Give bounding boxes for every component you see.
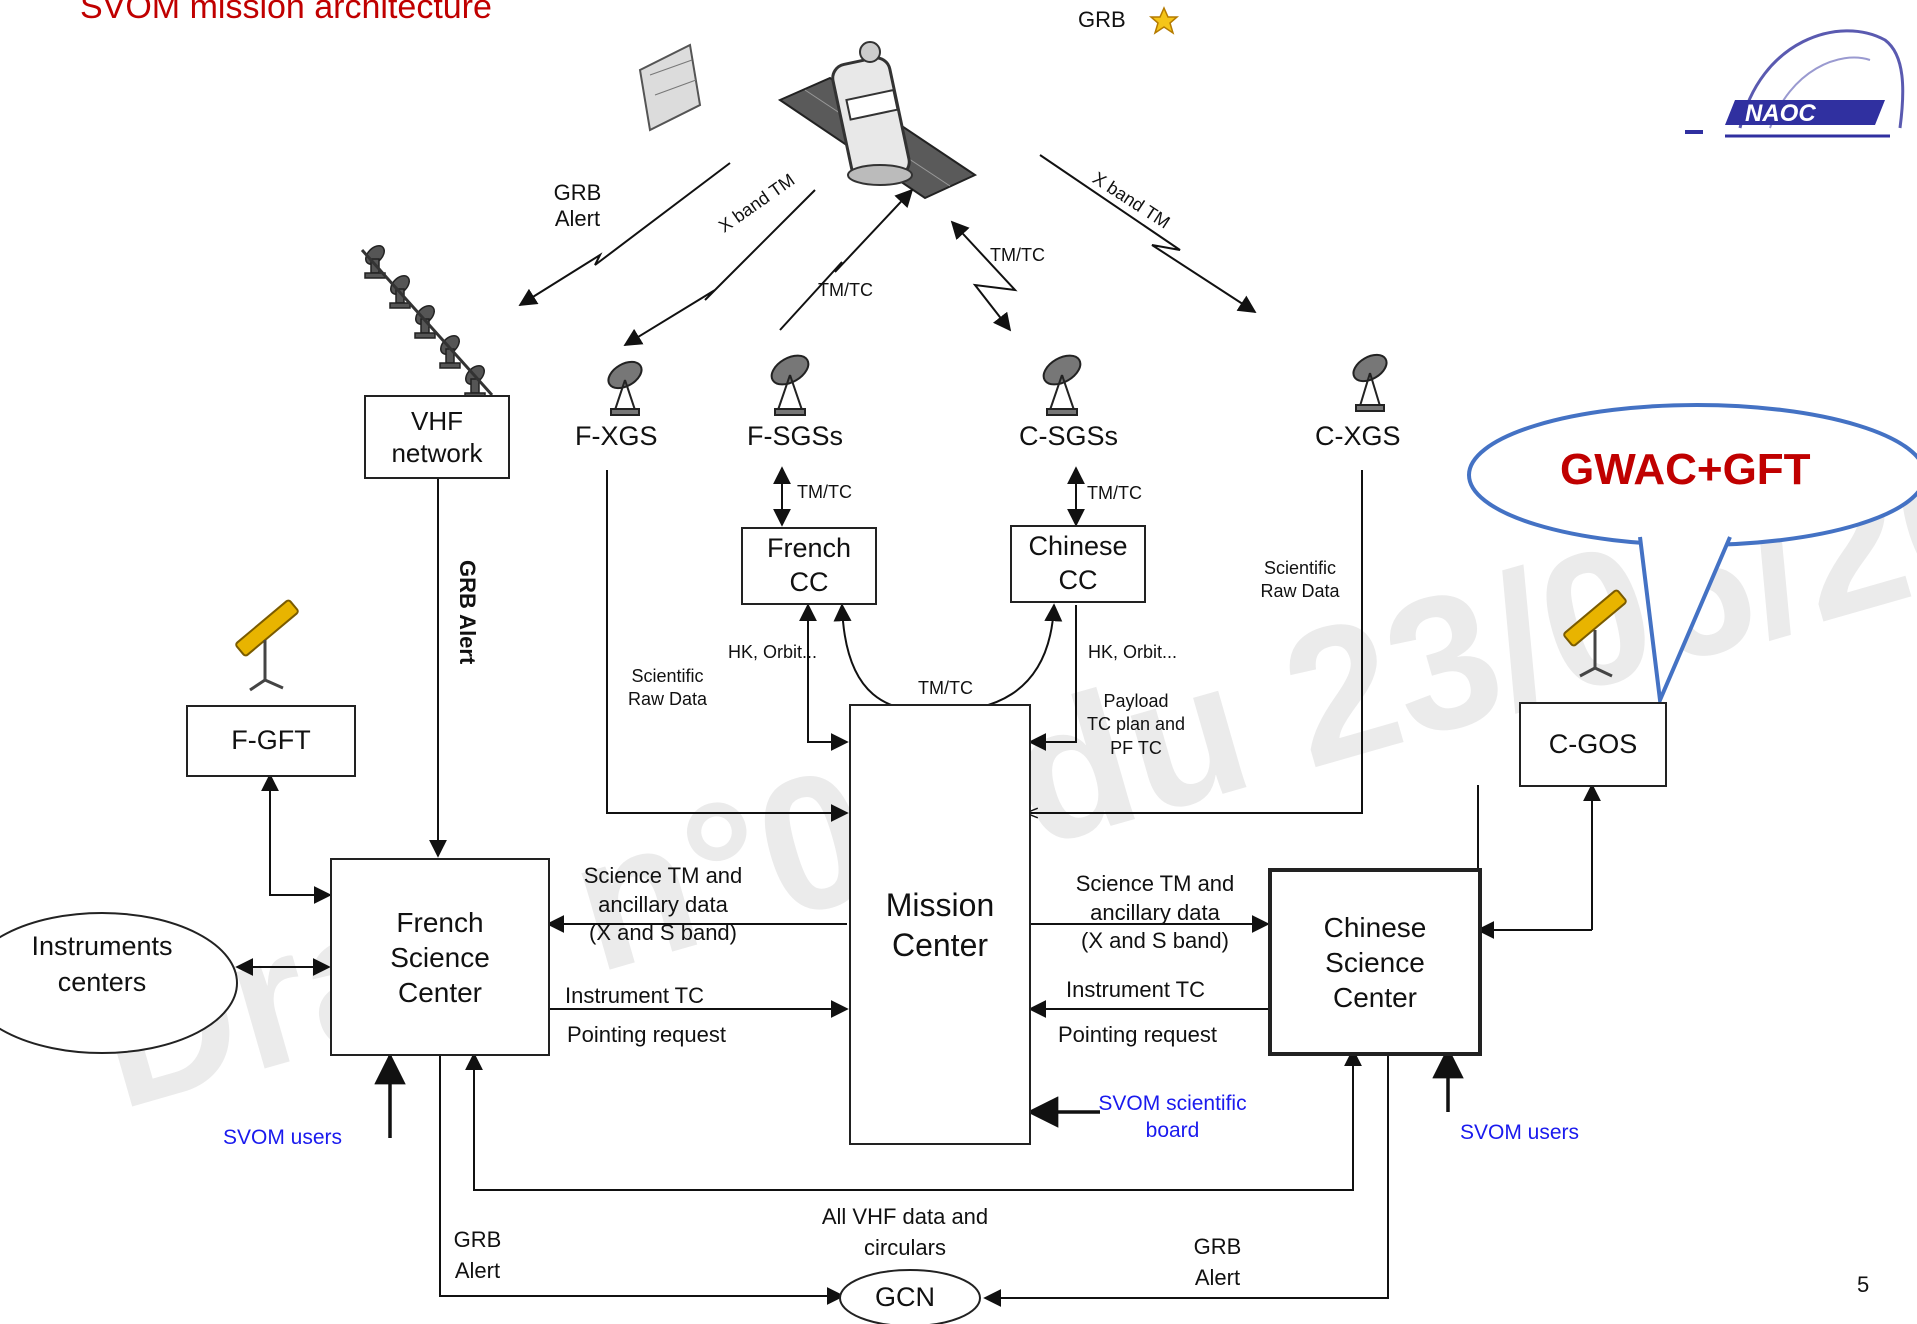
csc-line-3: Center [1332,981,1418,1013]
pointing-left-label: Pointing request [567,1022,726,1047]
svom-board-line-2: board [1145,1119,1200,1143]
sci-tm-left-label: Science TM and ancillary data (X and S b… [548,862,778,948]
grb-alert-sat-line-1: GRB [553,180,602,205]
satellite-icon [638,41,978,200]
c-gos-label: C-GOS [1548,728,1638,759]
c-sgss-label: C-SGSs [1019,421,1119,451]
grb-alert-sat-label: GRB Alert [540,180,615,233]
svom-users-left-label: SVOM users [223,1126,343,1149]
sci-tm-right-line-3: (X and S band) [1081,928,1229,954]
vhf-data-label: All VHF data and circulars [790,1202,1020,1264]
sci-raw-right-label: Scientific Raw Data [1245,557,1355,604]
grb-alert-gcn-left-label: GRB Alert [445,1225,510,1287]
sci-tm-right-line-2: ancillary data [1090,899,1220,925]
french-cc-line-2: CC [789,567,829,597]
callout-text: GWAC+GFT [1560,445,1811,494]
grb-alert-gcn-left-line-2: Alert [454,1257,501,1283]
grb-alert-vhf-label: GRB Alert [455,560,480,665]
vhf-line-1: VHF [410,405,463,436]
antenna-dish-icon [360,245,494,399]
sci-tm-left-line-1: Science TM and [583,863,743,888]
instr-tc-right-label: Instrument TC [1066,977,1205,1002]
svg-text:NAOC: NAOC [1745,100,1816,127]
payload-label: Payload TC plan and PF TC [1078,690,1194,760]
grb-source-label: GRB [1078,7,1126,32]
vhf-data-line-2: circulars [864,1234,946,1260]
pointing-right-label: Pointing request [1058,1022,1217,1047]
csc-line-1: Chinese [1323,911,1427,943]
vhf-data-line-1: All VHF data and [821,1204,989,1229]
instruments-line-1: Instruments [31,931,173,961]
instruments-line-2: centers [57,967,147,998]
grb-alert-sat-line-2: Alert [554,206,601,232]
chinese-cc-line-2: CC [1058,565,1098,595]
sci-raw-left-line-1: Scientific [631,666,704,686]
naoc-logo: NAOC [1685,29,1905,138]
tmtc-fcc-label: TM/TC [797,482,852,502]
tmtc-label-1: TM/TC [818,280,873,300]
tmtc-ccc-label: TM/TC [1087,483,1142,503]
hk-right-label: HK, Orbit... [1088,642,1178,662]
gcn-label: GCN [875,1282,935,1312]
instruments-centers-ellipse [0,912,238,1054]
sci-raw-right-line-2: Raw Data [1260,581,1340,602]
grb-alert-gcn-left-line-1: GRB [453,1227,502,1252]
svom-users-right-label: SVOM users [1460,1121,1580,1144]
payload-line-1: Payload [1103,691,1169,711]
f-sgss-label: F-SGSs [747,421,844,451]
instr-tc-left-label: Instrument TC [565,983,704,1008]
telescope-icon [235,599,299,692]
payload-line-2: TC plan and [1086,714,1186,735]
grb-alert-gcn-right-label: GRB Alert [1185,1232,1250,1294]
callout-bubble [1467,403,1917,708]
tmtc-mission-label: TM/TC [918,678,973,698]
fsc-line-1: French [396,906,484,938]
grb-alert-gcn-right-line-2: Alert [1194,1264,1241,1290]
hk-left-label: HK, Orbit... [728,642,818,662]
f-gft-label: F-GFT [231,725,311,756]
french-cc-line-1: French [766,533,852,564]
star-icon [1148,6,1180,35]
c-gos-box: C-GOS [1519,702,1667,787]
sci-tm-right-label: Science TM and ancillary data (X and S b… [1040,870,1270,956]
sci-raw-right-line-1: Scientific [1263,558,1337,578]
antenna-dish-icon [770,354,810,416]
sci-tm-left-line-3: (X and S band) [589,920,737,946]
svom-board-line-1: SVOM scientific [1098,1092,1247,1115]
page-title: SVOM mission architecture [80,0,492,26]
vhf-line-2: network [391,438,483,468]
grb-alert-gcn-right-line-1: GRB [1193,1234,1242,1259]
antenna-dish-icon [1352,353,1388,412]
tmtc-label-2: TM/TC [990,245,1045,265]
svom-board-label: SVOM scientific board [1085,1090,1260,1145]
sci-raw-left-label: Scientific Raw Data [610,665,725,712]
fsc-line-2: Science [390,941,490,973]
page-number: 5 [1857,1272,1870,1297]
csc-line-2: Science [1325,946,1425,978]
mission-line-1: Mission [885,886,995,923]
f-gft-box: F-GFT [186,705,356,777]
gcn-ellipse [839,1269,981,1324]
telescope-icon [1563,589,1627,678]
chinese-cc-line-1: Chinese [1028,531,1128,562]
sci-tm-right-line-1: Science TM and [1075,871,1235,896]
f-xgs-label: F-XGS [575,421,658,451]
fsc-line-3: Center [397,976,483,1008]
sci-raw-left-line-2: Raw Data [627,689,708,710]
sci-tm-left-line-2: ancillary data [598,891,728,917]
c-xgs-label: C-XGS [1315,421,1401,451]
antenna-dish-icon [607,360,643,416]
antenna-dish-icon [1042,354,1082,416]
mission-line-2: Center [891,926,989,963]
payload-line-3: PF TC [1110,737,1162,758]
instruments-centers-label: Instruments centers [12,928,192,1001]
